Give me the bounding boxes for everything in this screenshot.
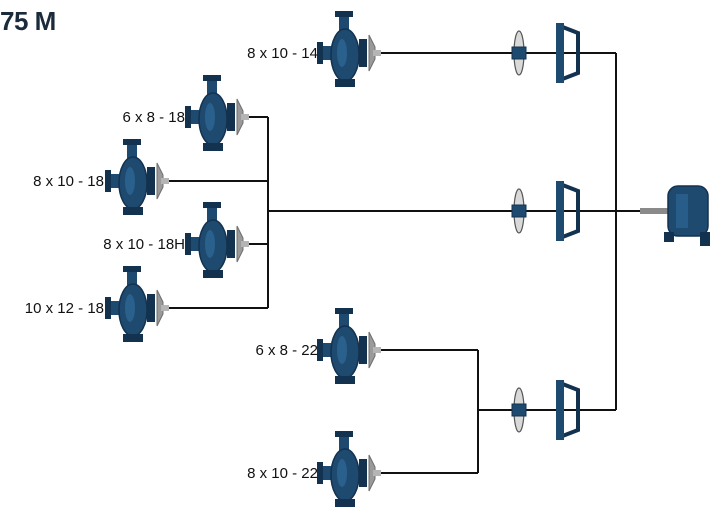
pump-label: 8 x 10 - 14 [247, 45, 318, 62]
page-title: 75 M [0, 6, 56, 36]
drive-frame-frame-middle [511, 181, 580, 241]
pump-label: 6 x 8 - 18 [122, 109, 185, 126]
pump-8x10-14: 8 x 10 - 14 [247, 11, 381, 87]
drive-frame-frame-top [511, 23, 580, 83]
motor-group [640, 185, 710, 246]
bearing-frame-motor-icon [640, 185, 710, 246]
pump-label: 8 x 10 - 18H [103, 236, 185, 253]
drive-frame-frame-bottom [511, 380, 580, 440]
pump-6x8-18: 6 x 8 - 18 [122, 75, 249, 151]
pump-label: 10 x 12 - 18 [25, 300, 104, 317]
pump-8x10-18h: 8 x 10 - 18H [103, 202, 249, 278]
pump-label: 8 x 10 - 22 [247, 465, 318, 482]
pump-10x12-18: 10 x 12 - 18 [25, 266, 169, 342]
drive-frames [511, 23, 580, 440]
pump-label: 8 x 10 - 18 [33, 173, 104, 190]
connection-lines [168, 52, 660, 474]
pump-8x10-22: 8 x 10 - 22 [247, 431, 381, 507]
pump-8x10-18: 8 x 10 - 18 [33, 139, 169, 215]
pump-label: 6 x 8 - 22 [255, 342, 318, 359]
pumps-group: 8 x 10 - 14 6 x 8 - 18 8 x 10 - 18 8 x 10 -… [25, 11, 381, 507]
pump-6x8-22: 6 x 8 - 22 [255, 308, 381, 384]
